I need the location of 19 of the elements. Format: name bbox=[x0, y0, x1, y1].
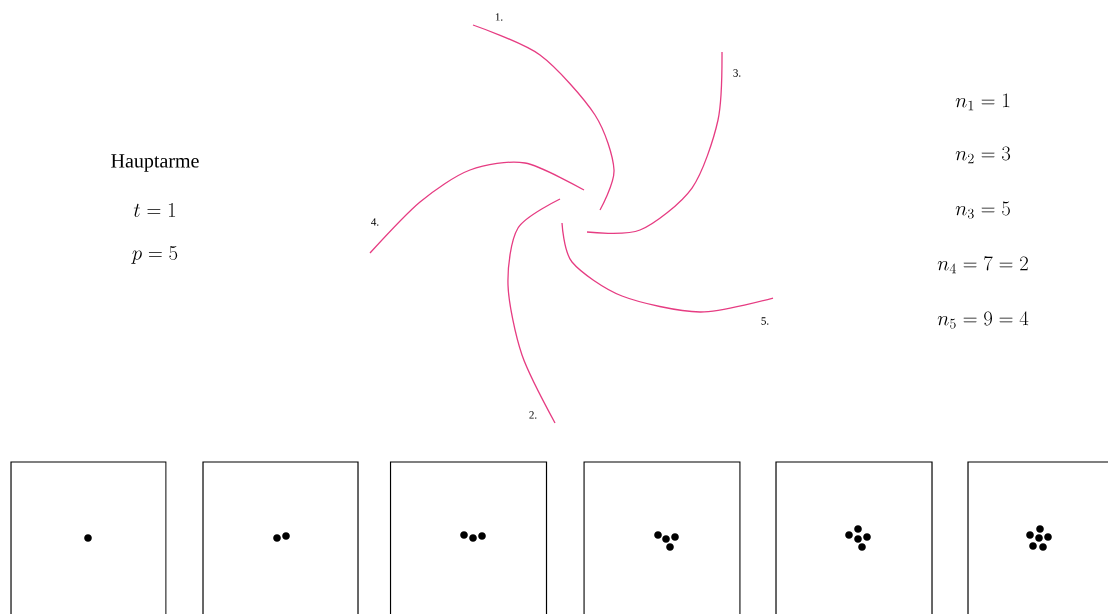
formula-label: $n_1=1$ bbox=[955, 93, 1010, 111]
formula-label: $n_2=3$ bbox=[955, 146, 1011, 164]
formula-label: $n_3=5$ bbox=[955, 201, 1010, 219]
text-label: Hauptarme bbox=[111, 154, 199, 172]
panel-box bbox=[967, 461, 1108, 614]
arm-number: 3. bbox=[733, 69, 741, 77]
arm-number: 1. bbox=[495, 13, 503, 21]
panel-box bbox=[583, 461, 741, 614]
formula-label: $p=5$ bbox=[131, 246, 178, 264]
arm-number: 4. bbox=[371, 218, 379, 226]
formula-label: $t=1$ bbox=[133, 203, 176, 217]
panel-box bbox=[389, 461, 548, 614]
formula-label: $n_4=7=2$ bbox=[937, 256, 1028, 274]
panel-box bbox=[202, 461, 359, 614]
arm-number: 5. bbox=[761, 317, 769, 325]
panel-box bbox=[10, 461, 167, 614]
arm-number: 2. bbox=[529, 411, 537, 419]
panel-box bbox=[775, 461, 933, 614]
formula-label: $n_5=9=4$ bbox=[937, 311, 1029, 329]
